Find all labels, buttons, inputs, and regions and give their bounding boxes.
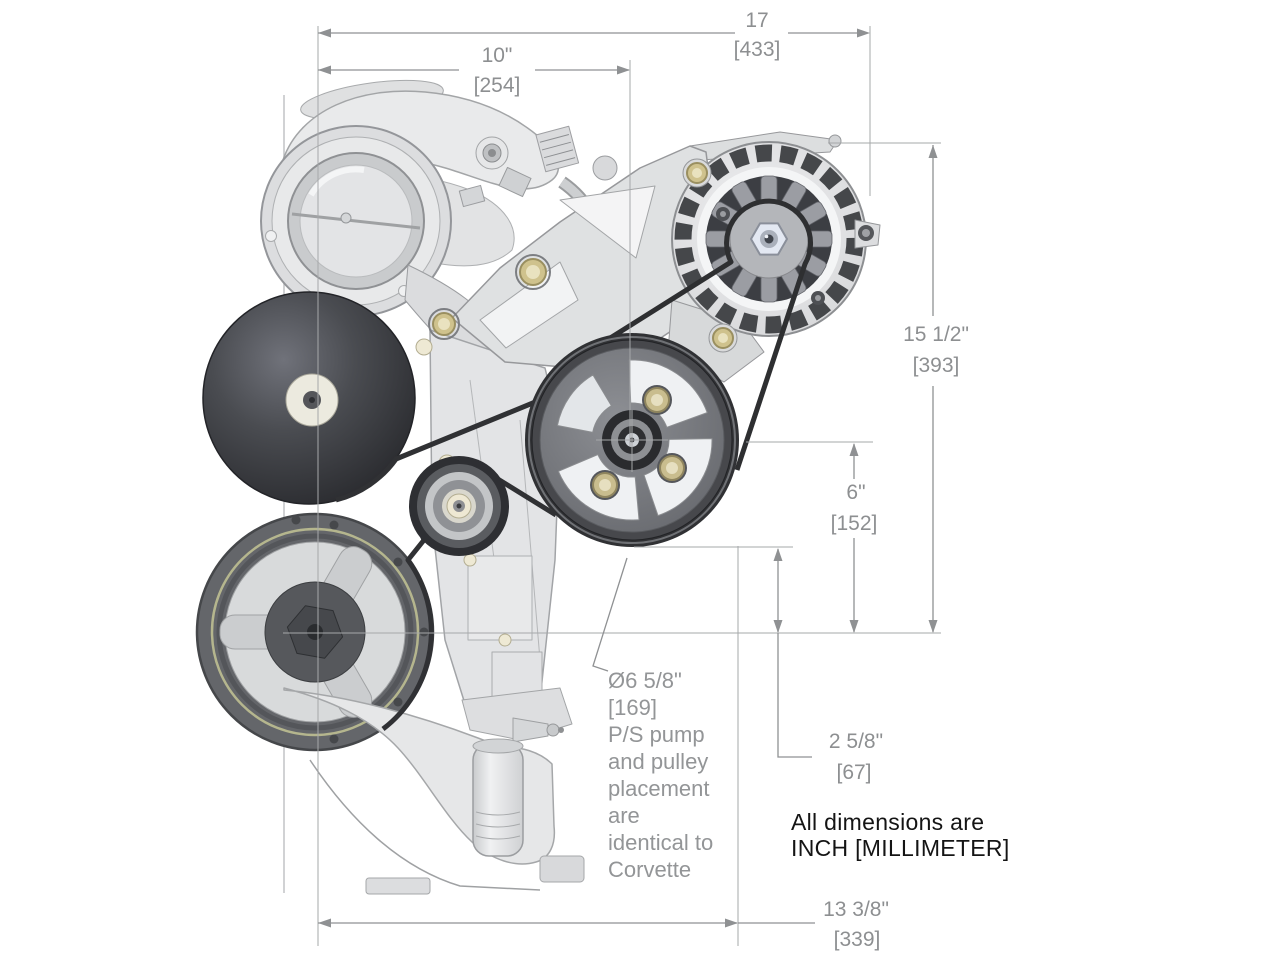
footnote-line2: INCH [MILLIMETER] [791, 835, 1010, 861]
callout-diameter: Ø6 5/8" [608, 668, 682, 693]
oil-filter [472, 717, 564, 857]
dim-ps-edge-in: 2 5/8" [829, 730, 883, 753]
water-pump-pulley [202, 291, 416, 505]
alternator-mount-ears [682, 134, 881, 353]
dim-belt-width-mm: [339] [834, 928, 881, 951]
engine-illustration [195, 79, 881, 895]
extension-lines [283, 26, 941, 946]
dim-ps-width-in: 10" [482, 44, 513, 67]
dim-alt-height-in: 15 1/2" [903, 323, 969, 346]
callout-diameter-mm: [169] [608, 695, 657, 720]
callout-note-line: identical to [608, 830, 713, 855]
callout-note-line: placement [608, 776, 710, 801]
drive-belt-front [586, 198, 814, 471]
dim-alt-height-mm: [393] [913, 354, 960, 377]
throttle-body [260, 125, 452, 317]
pulley-bolts [590, 385, 687, 500]
callout-note-line: and pulley [608, 749, 708, 774]
dimension-annotations: 17 [433] 10" [254] 15 1/2" [393] 6" [152… [283, 9, 1010, 951]
callout-note-line: P/S pump [608, 722, 705, 747]
dim-total-width-mm: [433] [734, 38, 781, 61]
dim-ps-width-mm: [254] [474, 74, 521, 97]
callout-note-line: are [608, 803, 640, 828]
callout-note-line: Corvette [608, 857, 691, 882]
throttle-cable-bracket [535, 125, 580, 173]
alternator-nut [750, 222, 788, 256]
idler-pulley [409, 456, 509, 556]
bracket-bolts [428, 254, 551, 340]
units-footnote: All dimensions are INCH [MILLIMETER] [791, 809, 1010, 861]
diameter-callout: Ø6 5/8" [169] P/S pump and pulley placem… [608, 668, 713, 882]
dimension-text: 17 [433] 10" [254] 15 1/2" [393] 6" [152… [474, 9, 969, 951]
dimension-lines [318, 28, 938, 928]
footnote-line1: All dimensions are [791, 809, 984, 835]
dim-ps-edge-mm: [67] [836, 761, 871, 784]
dim-belt-width-in: 13 3/8" [823, 898, 889, 921]
alternator [671, 134, 881, 353]
pulley-hub [602, 410, 662, 470]
diameter-callout-leader [592, 557, 628, 672]
ps-edge-leader [777, 633, 812, 758]
dim-ps-height-in: 6" [846, 481, 865, 504]
dim-total-width-in: 17 [745, 9, 768, 32]
ps-pump-pulley [525, 333, 739, 547]
dim-ps-height-mm: [152] [831, 512, 878, 535]
crank-damper [195, 512, 435, 752]
